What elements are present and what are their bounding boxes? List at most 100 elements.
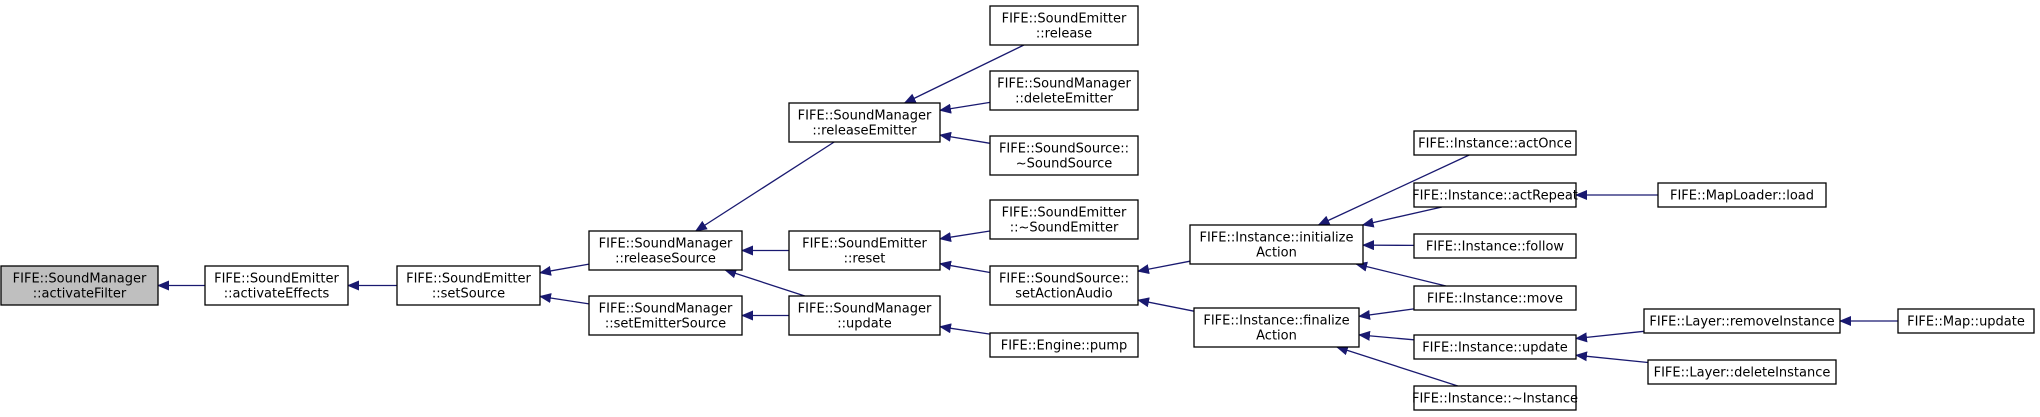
edge-line [939,230,991,243]
edge-instanceUpdate-to-finalizeAction [1358,330,1415,341]
edge-releaseSource-to-setSource [539,263,590,276]
node-box [1413,334,1577,360]
edge-line [539,263,590,276]
node-deleteEmitter[interactable]: FIFE::SoundManager::deleteEmitter [989,70,1139,111]
node-label-line: FIFE::SoundManager [798,109,932,124]
edge-setActionAudio-to-emitterReset [939,260,991,274]
node-box [1413,182,1577,208]
node-mapUpdate[interactable]: FIFE::Map::update [1897,308,2035,334]
node-setActionAudio[interactable]: FIFE::SoundSource::setActionAudio [989,265,1139,306]
node-box [1413,233,1577,259]
edge-removeInstance-to-instanceUpdate [1575,330,1645,343]
node-label-line: FIFE::Map::update [1907,315,2025,330]
edge-soundEmitterDtor-to-emitterReset [939,230,991,243]
node-box [1413,285,1577,311]
node-actOnce[interactable]: FIFE::Instance::actOnce [1413,130,1577,156]
edge-line [1575,351,1649,364]
edge-line [903,44,1025,104]
node-setSource[interactable]: FIFE::SoundEmitter::setSource [396,265,541,306]
edge-line [1137,260,1191,275]
node-soundEmitterDtor[interactable]: FIFE::SoundEmitter::~SoundEmitter [989,199,1139,240]
node-label-line: FIFE::Instance::follow [1426,240,1565,255]
node-mapLoaderLoad[interactable]: FIFE::MapLoader::load [1657,182,1827,208]
edge-line [1355,261,1447,287]
node-box [989,332,1139,358]
node-instanceDtor[interactable]: FIFE::Instance::~Instance [1412,385,1578,411]
edge-line [1358,330,1415,341]
node-emitterReset[interactable]: FIFE::SoundEmitter::reset [788,230,941,271]
edge-line [939,101,991,114]
edge-deleteEmitter-to-releaseEmitter [939,101,991,114]
node-label-line: FIFE::SoundSource:: [999,272,1129,287]
nodes-layer: FIFE::SoundManager::activateFilterFIFE::… [0,5,2035,411]
node-label-line: ::releaseEmitter [812,124,917,139]
node-releaseSource[interactable]: FIFE::SoundManager::releaseSource [588,230,743,271]
node-enginePump[interactable]: FIFE::Engine::pump [989,332,1139,358]
node-box [588,230,743,271]
node-label-line: ::update [837,317,892,332]
node-emitterRelease[interactable]: FIFE::SoundEmitter::release [989,5,1139,46]
node-label-line: FIFE::Layer::deleteInstance [1654,366,1831,381]
node-box [396,265,541,306]
node-move[interactable]: FIFE::Instance::move [1413,285,1577,311]
node-instanceUpdate[interactable]: FIFE::Instance::update [1413,334,1577,360]
edge-line [1335,345,1458,387]
node-box [989,5,1139,46]
node-box [204,265,349,306]
node-label-line: FIFE::Instance::initialize [1199,231,1353,246]
node-label-line: FIFE::SoundEmitter [406,272,531,287]
node-activateFilter[interactable]: FIFE::SoundManager::activateFilter [0,265,159,306]
node-box [1647,359,1837,385]
node-follow[interactable]: FIFE::Instance::follow [1413,233,1577,259]
edge-line [939,260,991,274]
node-box [0,265,159,306]
edge-move-to-initializeAction [1355,261,1447,287]
edge-line [1575,330,1645,343]
edge-initializeAction-to-setActionAudio [1137,260,1191,275]
node-deleteInstance[interactable]: FIFE::Layer::deleteInstance [1647,359,1837,385]
node-label-line: ::setSource [432,287,505,302]
node-label-line: setActionAudio [1015,287,1113,302]
edge-instanceDtor-to-finalizeAction [1335,345,1458,387]
edge-finalizeAction-to-setActionAudio [1137,297,1195,312]
edge-setEmitterSource-to-setSource [539,293,590,305]
node-label-line: FIFE::SoundManager [13,272,147,287]
edge-actOnce-to-initializeAction [1317,154,1470,226]
node-soundSourceDtor[interactable]: FIFE::SoundSource::~SoundSource [989,135,1139,176]
node-box [989,135,1139,176]
node-label-line: FIFE::Instance::actOnce [1418,137,1572,152]
edge-emitterRelease-to-releaseEmitter [903,44,1025,104]
edge-line [539,293,590,305]
node-box [788,102,941,143]
edge-line [1361,206,1443,228]
edge-line [939,131,991,144]
node-releaseEmitter[interactable]: FIFE::SoundManager::releaseEmitter [788,102,941,143]
node-label-line: FIFE::SoundManager [997,77,1131,92]
edge-line [694,141,835,232]
node-label-line: ::releaseSource [615,252,716,267]
node-actRepeat[interactable]: FIFE::Instance::actRepeat [1412,182,1578,208]
node-box [588,295,743,336]
node-box [1657,182,1827,208]
node-label-line: FIFE::SoundSource:: [999,142,1129,157]
node-removeInstance[interactable]: FIFE::Layer::removeInstance [1643,308,1841,334]
node-managerUpdate[interactable]: FIFE::SoundManager::update [788,295,941,336]
node-label-line: ::release [1036,27,1092,42]
node-label-line: FIFE::Instance::update [1422,341,1568,356]
node-setEmitterSource[interactable]: FIFE::SoundManager::setEmitterSource [588,295,743,336]
node-label-line: FIFE::Instance::move [1427,292,1563,307]
edge-move-to-finalizeAction [1358,308,1415,320]
node-label-line: FIFE::SoundEmitter [1002,206,1127,221]
edge-soundSourceDtor-to-releaseEmitter [939,131,991,144]
node-label-line: ::activateEffects [224,287,330,302]
node-label-line: ~SoundSource [1016,157,1112,172]
node-label-line: FIFE::SoundEmitter [802,237,927,252]
node-label-line: FIFE::SoundManager [599,237,733,252]
node-label-line: ::~SoundEmitter [1010,221,1119,236]
node-label-line: FIFE::SoundEmitter [1002,12,1127,27]
node-label-line: FIFE::SoundEmitter [214,272,339,287]
node-activateEffects[interactable]: FIFE::SoundEmitter::activateEffects [204,265,349,306]
